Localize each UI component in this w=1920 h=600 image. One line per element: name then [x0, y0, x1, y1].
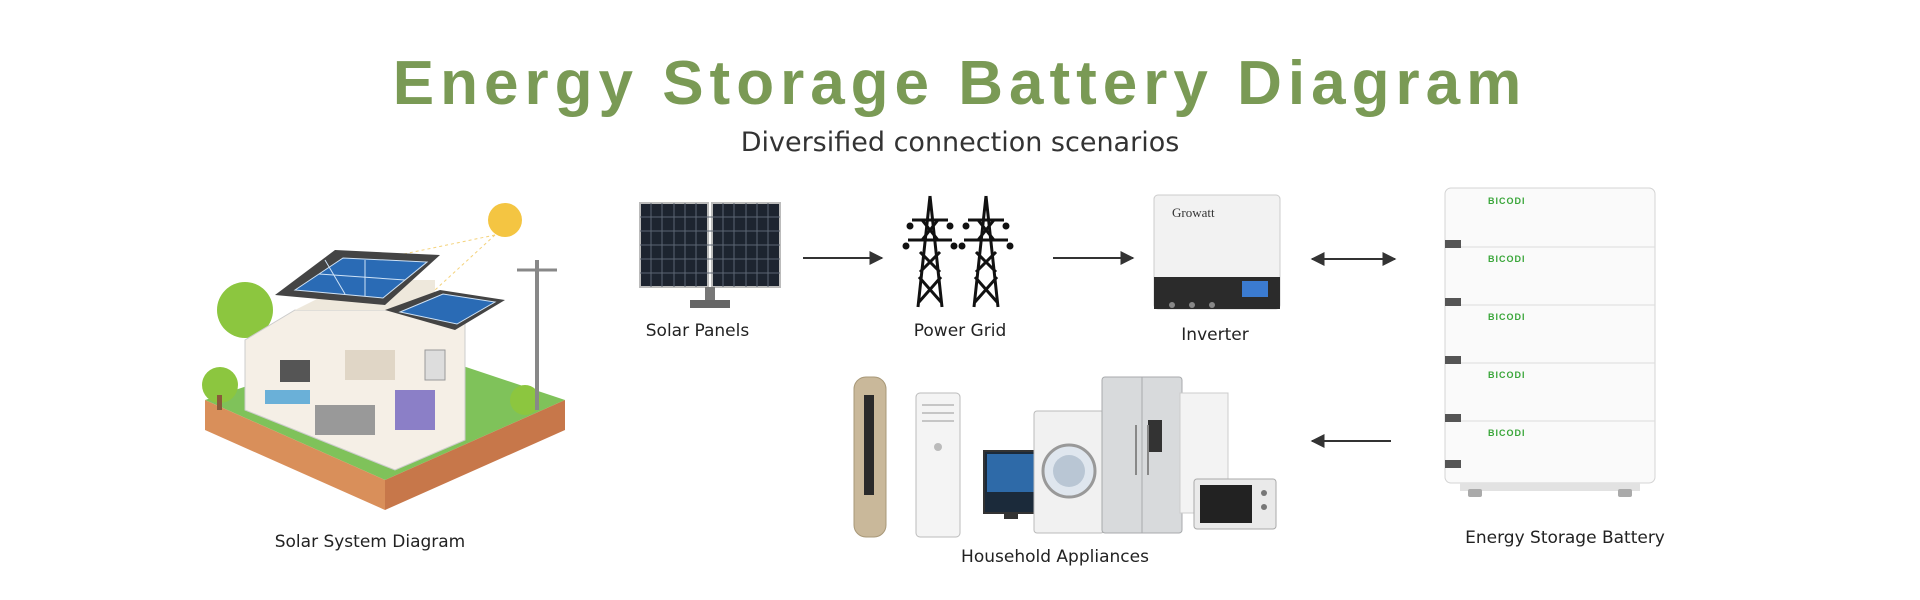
battery-brand-4: BICODI: [1488, 370, 1526, 380]
battery-brand-2: BICODI: [1488, 254, 1526, 264]
diagram-title: Energy Storage Battery Diagram: [392, 49, 1528, 118]
solar-system-label: Solar System Diagram: [274, 532, 466, 552]
appliances-label: Household Appliances: [961, 547, 1149, 567]
battery-brand-1: BICODI: [1488, 196, 1526, 206]
inverter-label: Inverter: [1181, 325, 1249, 345]
diagram-subtitle: Diversified connection scenarios: [740, 127, 1180, 158]
solar-panels-illustration: [635, 200, 785, 315]
battery-brand-3: BICODI: [1488, 312, 1526, 322]
household-appliances-illustration: [850, 375, 1280, 540]
power-grid-label: Power Grid: [913, 321, 1007, 341]
sun-icon: [488, 203, 522, 237]
battery-label: Energy Storage Battery: [1465, 528, 1665, 548]
inverter-brand: Growatt: [1172, 205, 1215, 220]
solar-system-house-illustration: [195, 190, 565, 520]
solar-panels-label: Solar Panels: [645, 321, 750, 341]
energy-storage-battery-illustration: BICODI BICODI BICODI BICODI BICODI: [1440, 185, 1660, 505]
inverter-illustration: Growatt: [1152, 193, 1282, 311]
power-grid-icon: [900, 192, 1020, 312]
battery-brand-5: BICODI: [1488, 428, 1526, 438]
